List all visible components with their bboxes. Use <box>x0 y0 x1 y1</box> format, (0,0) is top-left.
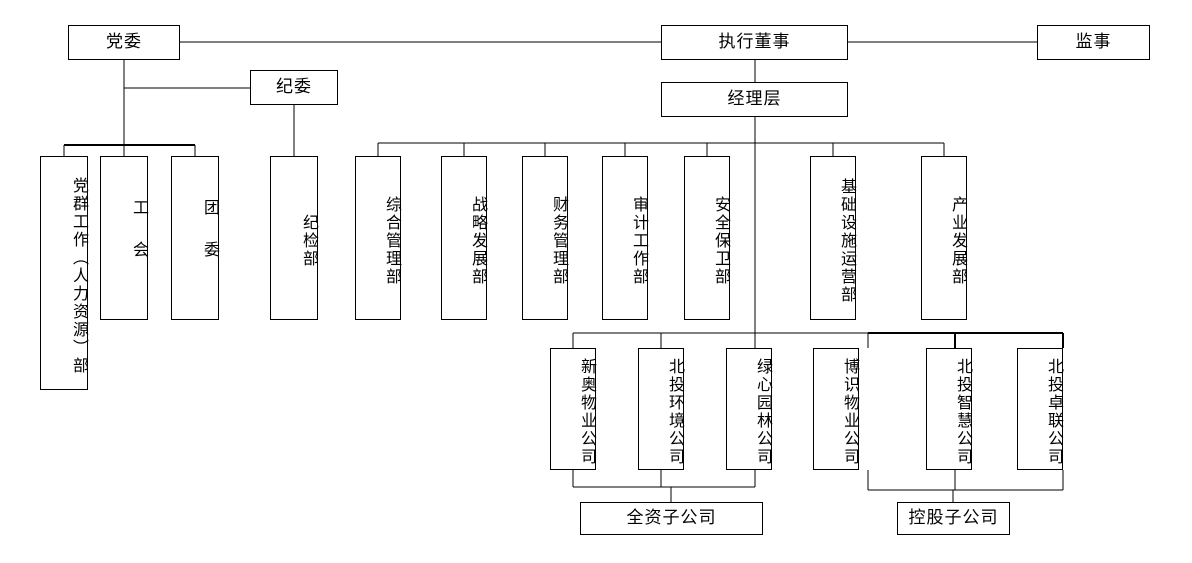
node-department-6[interactable]: 产业发展部 <box>921 156 967 320</box>
node-wholly-owned-group-label[interactable]: 全资子公司 <box>580 502 763 535</box>
node-wholly-owned-subsidiary-1[interactable]: 北投环境公司 <box>638 348 684 470</box>
node-label: 党群工作（人力资源）部 <box>70 177 87 375</box>
node-label: 监事 <box>1075 32 1112 52</box>
node-executive-director[interactable]: 执行董事 <box>661 25 848 60</box>
node-label: 审计工作部 <box>630 196 647 286</box>
node-party-unit-2[interactable]: 团委 <box>171 156 219 320</box>
node-label: 新奥物业公司 <box>578 358 595 466</box>
node-label: 全资子公司 <box>626 508 717 528</box>
node-label: 基础设施运营部 <box>838 178 855 304</box>
node-supervisor[interactable]: 监事 <box>1037 25 1150 60</box>
node-label: 综合管理部 <box>383 196 400 286</box>
node-label: 团委 <box>201 199 218 283</box>
node-label: 党委 <box>106 32 142 52</box>
node-label: 产业发展部 <box>949 196 966 286</box>
node-label: 博识物业公司 <box>841 358 858 466</box>
node-department-0[interactable]: 综合管理部 <box>355 156 401 320</box>
node-holding-subsidiary-2[interactable]: 北投卓联公司 <box>1017 348 1063 470</box>
node-wholly-owned-subsidiary-0[interactable]: 新奥物业公司 <box>550 348 596 470</box>
node-holding-subsidiary-1[interactable]: 北投智慧公司 <box>926 348 972 470</box>
node-label: 安全保卫部 <box>712 196 729 286</box>
node-holding-subsidiary-0[interactable]: 博识物业公司 <box>813 348 859 470</box>
node-label: 控股子公司 <box>908 508 999 528</box>
node-manager-layer[interactable]: 经理层 <box>661 82 848 117</box>
node-department-4[interactable]: 安全保卫部 <box>684 156 730 320</box>
node-label: 经理层 <box>727 89 782 109</box>
node-party-unit-0[interactable]: 党群工作（人力资源）部 <box>40 156 88 390</box>
node-label: 战略发展部 <box>469 196 486 286</box>
node-label: 财务管理部 <box>550 196 567 286</box>
node-discipline-committee[interactable]: 纪委 <box>250 70 338 105</box>
node-label: 纪委 <box>276 77 312 97</box>
node-department-1[interactable]: 战略发展部 <box>441 156 487 320</box>
node-department-3[interactable]: 审计工作部 <box>602 156 648 320</box>
node-department-5[interactable]: 基础设施运营部 <box>810 156 856 320</box>
node-wholly-owned-subsidiary-2[interactable]: 绿心园林公司 <box>726 348 772 470</box>
node-label: 北投卓联公司 <box>1045 358 1062 466</box>
node-label: 执行董事 <box>718 32 791 52</box>
node-party-committee[interactable]: 党委 <box>68 25 180 60</box>
node-party-unit-1[interactable]: 工会 <box>100 156 148 320</box>
node-label: 北投智慧公司 <box>954 358 971 466</box>
node-label: 工会 <box>130 199 147 283</box>
node-label: 纪检部 <box>300 214 317 268</box>
node-discipline-unit-0[interactable]: 纪检部 <box>270 156 318 320</box>
node-label: 绿心园林公司 <box>754 358 771 466</box>
node-label: 北投环境公司 <box>666 358 683 466</box>
node-holding-group-label[interactable]: 控股子公司 <box>897 502 1010 535</box>
node-department-2[interactable]: 财务管理部 <box>522 156 568 320</box>
